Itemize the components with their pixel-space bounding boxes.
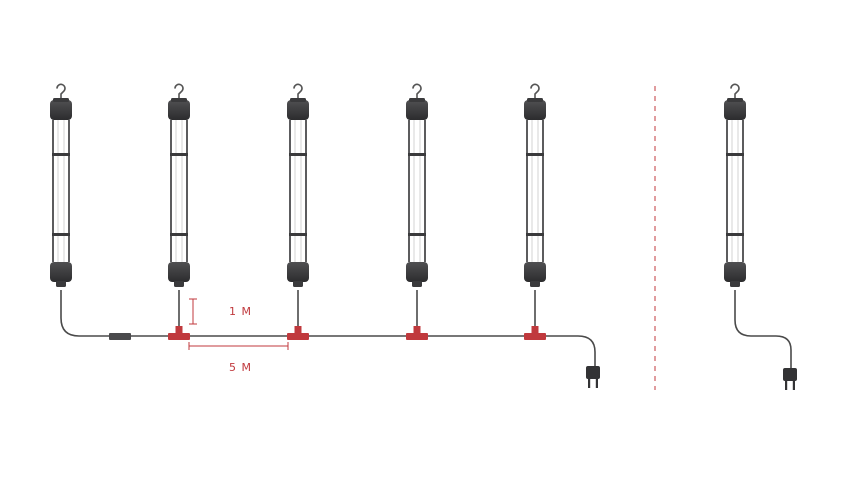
lamp-4	[405, 83, 429, 288]
spacing-label: 5 M	[229, 361, 252, 374]
plug-icon	[586, 366, 600, 388]
lamp-chain	[49, 83, 600, 388]
dimension-drop: 1 M	[189, 298, 252, 325]
plug-icon	[783, 368, 797, 390]
main-cable	[60, 290, 596, 368]
t-connector-2	[287, 326, 309, 340]
lamp-5	[523, 83, 547, 288]
single-cable	[734, 290, 792, 368]
t-connector-4	[524, 326, 546, 340]
lamp-2	[167, 83, 191, 288]
lamp-single	[723, 83, 747, 288]
single-lamp-assembly	[723, 83, 797, 390]
inline-switch	[109, 333, 131, 340]
lamp-3	[286, 83, 310, 288]
drop-length-label: 1 M	[229, 305, 252, 318]
dimension-spacing: 5 M	[188, 342, 289, 374]
t-connector-3	[406, 326, 428, 340]
t-connector-1	[168, 326, 190, 340]
lamp-1	[49, 83, 73, 288]
